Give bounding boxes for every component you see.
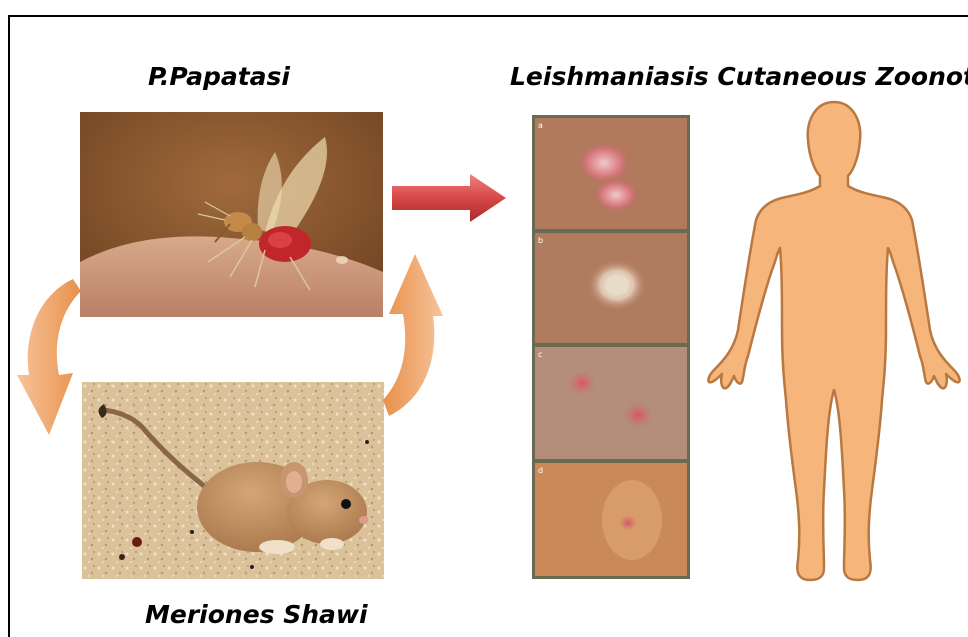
human-body-figure	[700, 100, 968, 590]
vector-label: P.Papatasi	[148, 62, 290, 91]
lesion-panel-d: d	[535, 463, 687, 576]
panel-tag-b: b	[538, 236, 543, 245]
orange-curved-arrow-down-icon	[15, 275, 87, 440]
panel-tag-d: d	[538, 466, 543, 475]
lesion-panel-b: b	[535, 233, 687, 343]
orange-curved-arrow-up-icon	[383, 250, 445, 420]
panel-tag-a: a	[538, 121, 543, 130]
panel-tag-c: c	[538, 350, 542, 359]
lesion-panels: a b c d	[532, 115, 690, 579]
sandfly-photo	[80, 112, 383, 317]
lesion-panel-a: a	[535, 118, 687, 229]
reservoir-label: Meriones Shawi	[145, 600, 368, 629]
human-body-icon	[708, 102, 959, 580]
disease-label: Leishmaniasis Cutaneous Zoonotic	[510, 62, 968, 91]
red-arrow-icon	[390, 172, 508, 224]
gerbil-photo	[82, 382, 384, 579]
lesion-panel-c: c	[535, 347, 687, 459]
